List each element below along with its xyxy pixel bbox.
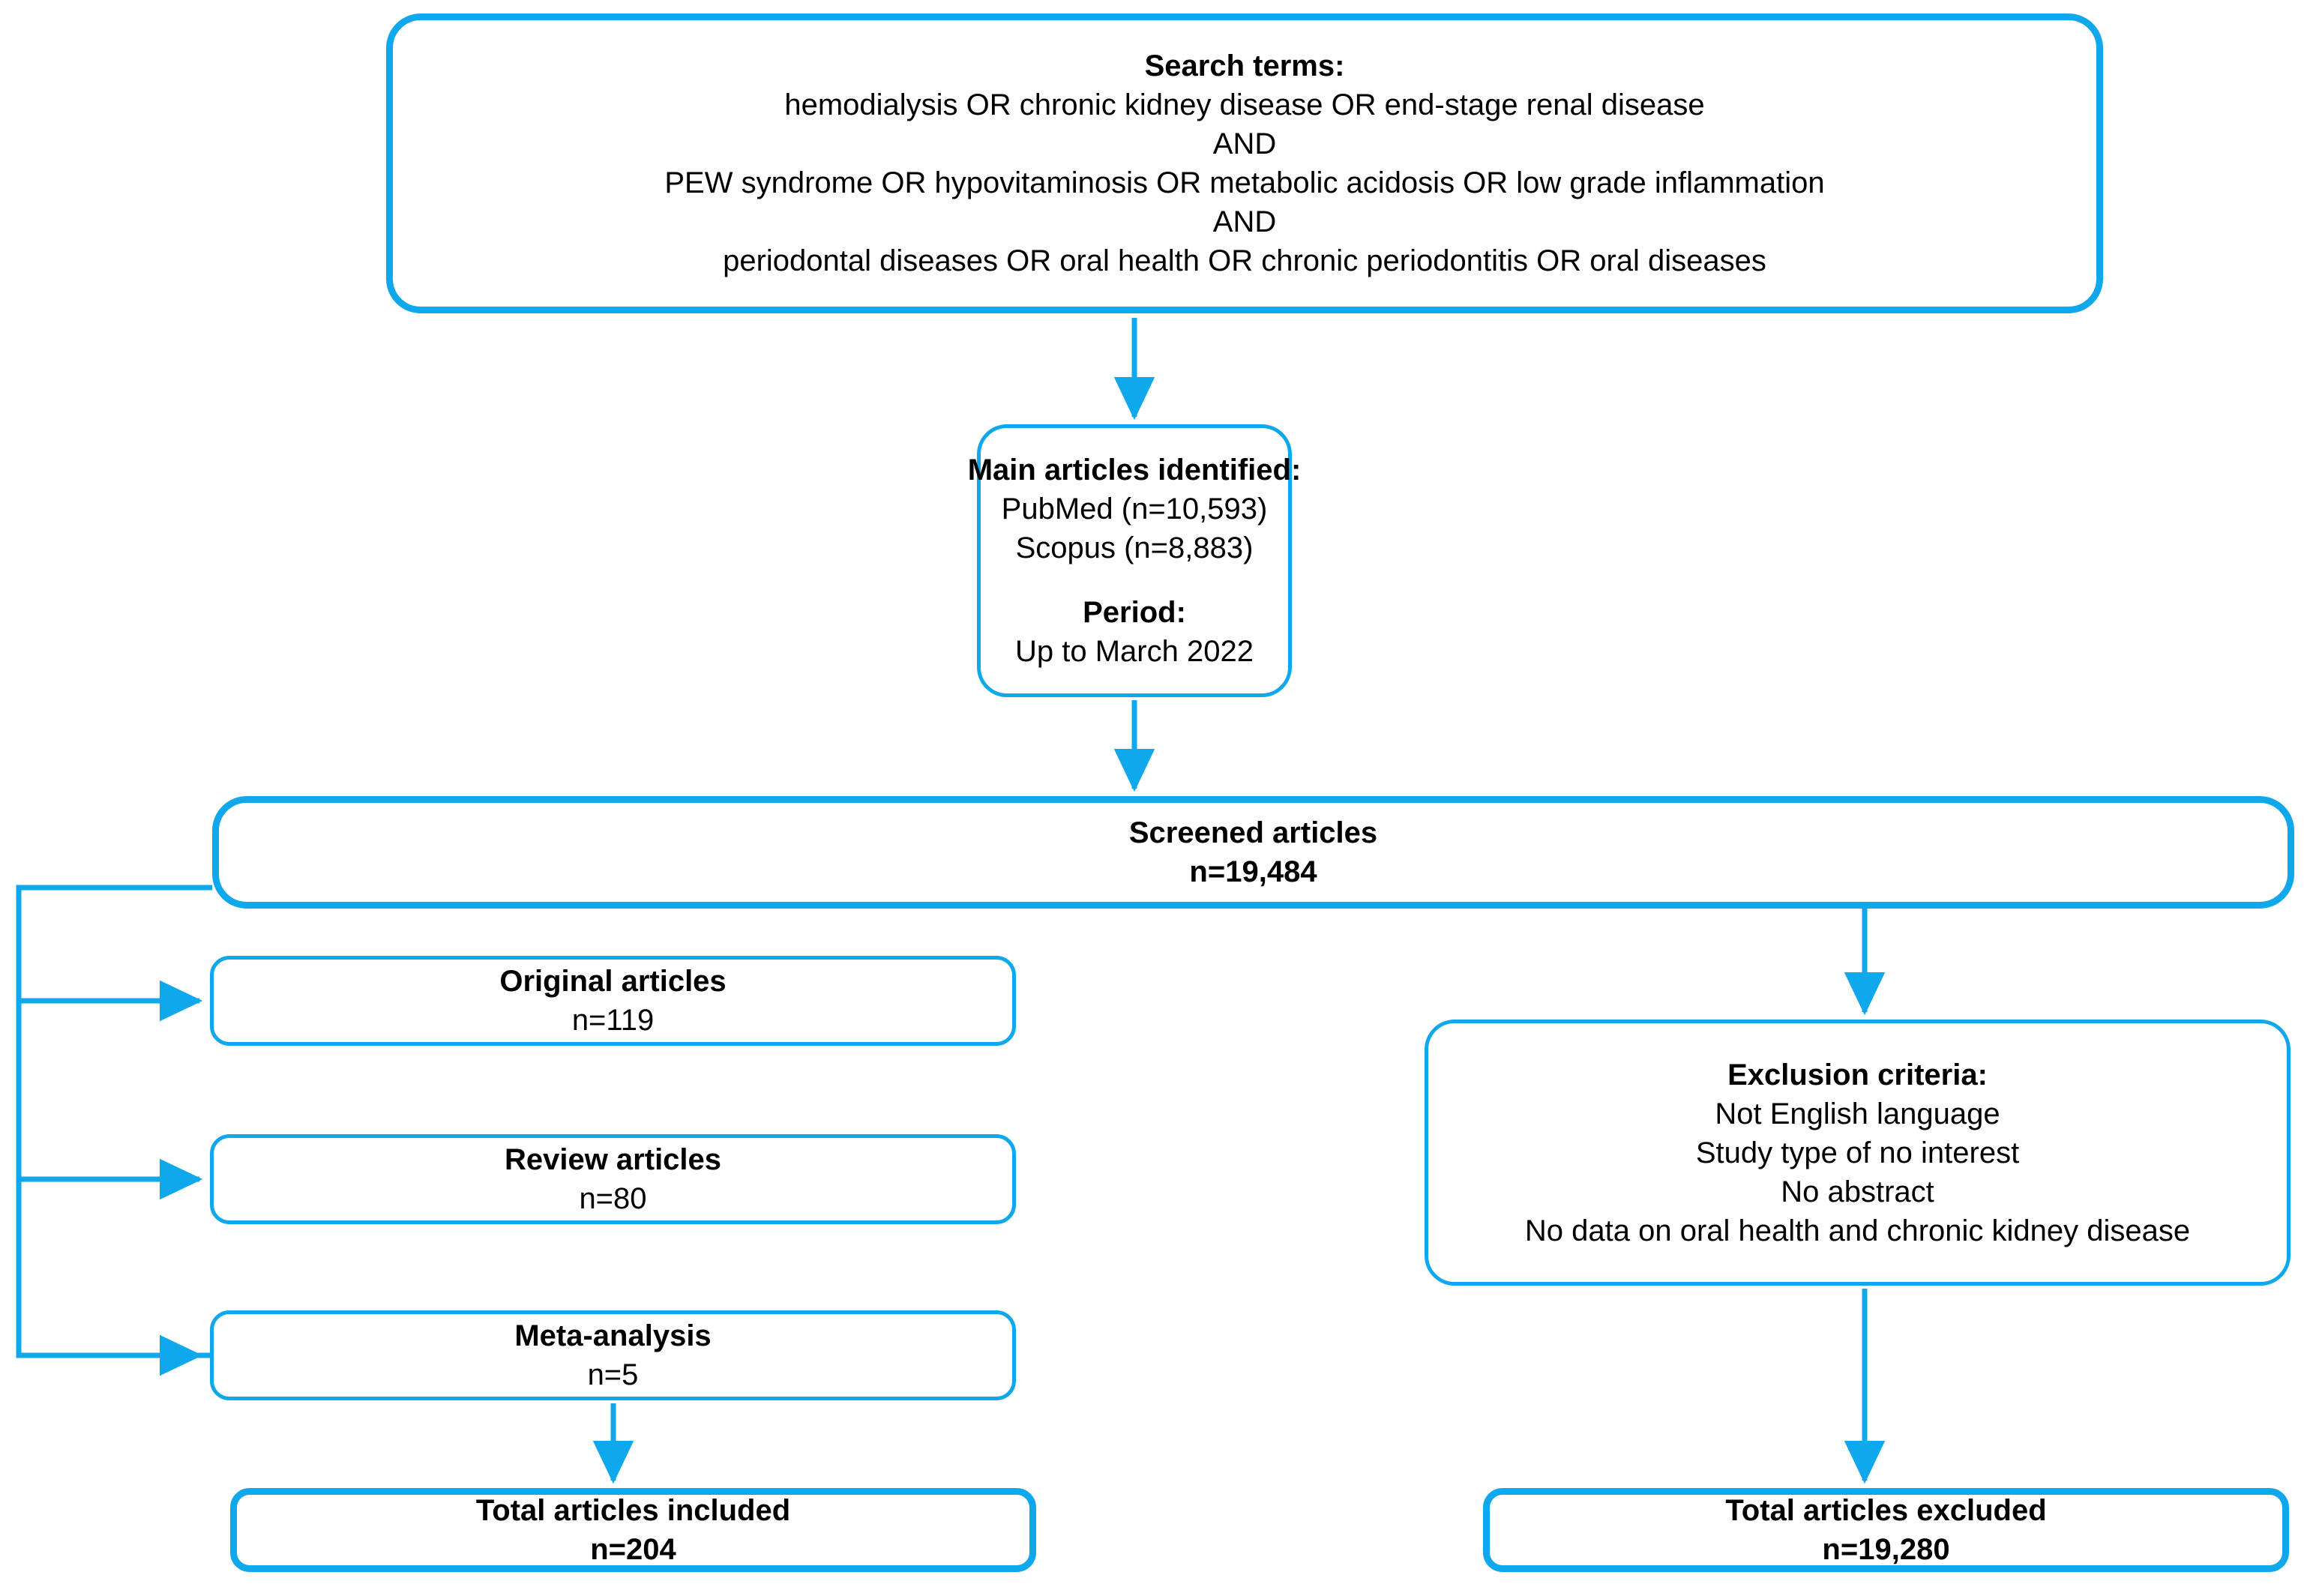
review-heading: Review articles — [504, 1143, 722, 1176]
included-count: n=204 — [590, 1533, 676, 1566]
node-meta-analysis: Meta-analysis n=5 — [210, 1310, 1016, 1400]
node-total-articles-excluded: Total articles excluded n=19,280 — [1483, 1488, 2289, 1572]
node-search-terms: Search terms: hemodialysis OR chronic ki… — [386, 13, 2103, 313]
search-terms-line-3: PEW syndrome OR hypovitaminosis OR metab… — [664, 166, 1825, 199]
meta-count: n=5 — [587, 1358, 639, 1391]
search-terms-line-2: AND — [1212, 127, 1277, 160]
main-articles-heading: Main articles identified: — [967, 454, 1302, 487]
search-terms-line-4: AND — [1212, 205, 1277, 238]
exclusion-criterion-3: No abstract — [1781, 1175, 1934, 1208]
exclusion-criterion-2: Study type of no interest — [1695, 1136, 2020, 1169]
node-screened-articles: Screened articles n=19,484 — [212, 796, 2294, 909]
node-total-articles-included: Total articles included n=204 — [230, 1488, 1036, 1572]
exclusion-criterion-4: No data on oral health and chronic kidne… — [1524, 1214, 2191, 1247]
original-heading: Original articles — [499, 965, 727, 998]
edge-screened-to-left-bus — [16, 885, 212, 1358]
screened-heading: Screened articles — [1128, 816, 1378, 849]
meta-heading: Meta-analysis — [514, 1319, 712, 1352]
excluded-heading: Total articles excluded — [1725, 1494, 2047, 1527]
search-terms-line-1: hemodialysis OR chronic kidney disease O… — [784, 88, 1705, 121]
node-original-articles: Original articles n=119 — [210, 956, 1016, 1046]
node-exclusion-criteria: Exclusion criteria: Not English language… — [1425, 1020, 2291, 1286]
search-terms-line-5: periodontal diseases OR oral health OR c… — [723, 244, 1766, 277]
main-articles-period-value: Up to March 2022 — [1015, 635, 1254, 668]
included-heading: Total articles included — [475, 1494, 791, 1527]
exclusion-criterion-1: Not English language — [1715, 1097, 2000, 1130]
node-main-articles-identified: Main articles identified: PubMed (n=10,5… — [968, 424, 1301, 697]
main-articles-scopus: Scopus (n=8,883) — [1015, 532, 1254, 564]
review-count: n=80 — [579, 1182, 647, 1215]
original-count: n=119 — [571, 1004, 655, 1037]
main-articles-pubmed: PubMed (n=10,593) — [1001, 493, 1268, 526]
exclusion-heading: Exclusion criteria: — [1727, 1058, 1988, 1091]
search-terms-heading: Search terms: — [1144, 49, 1345, 82]
node-review-articles: Review articles n=80 — [210, 1134, 1016, 1224]
screened-count: n=19,484 — [1189, 855, 1317, 888]
main-articles-period-heading: Period: — [1083, 596, 1186, 629]
excluded-count: n=19,280 — [1822, 1533, 1950, 1566]
